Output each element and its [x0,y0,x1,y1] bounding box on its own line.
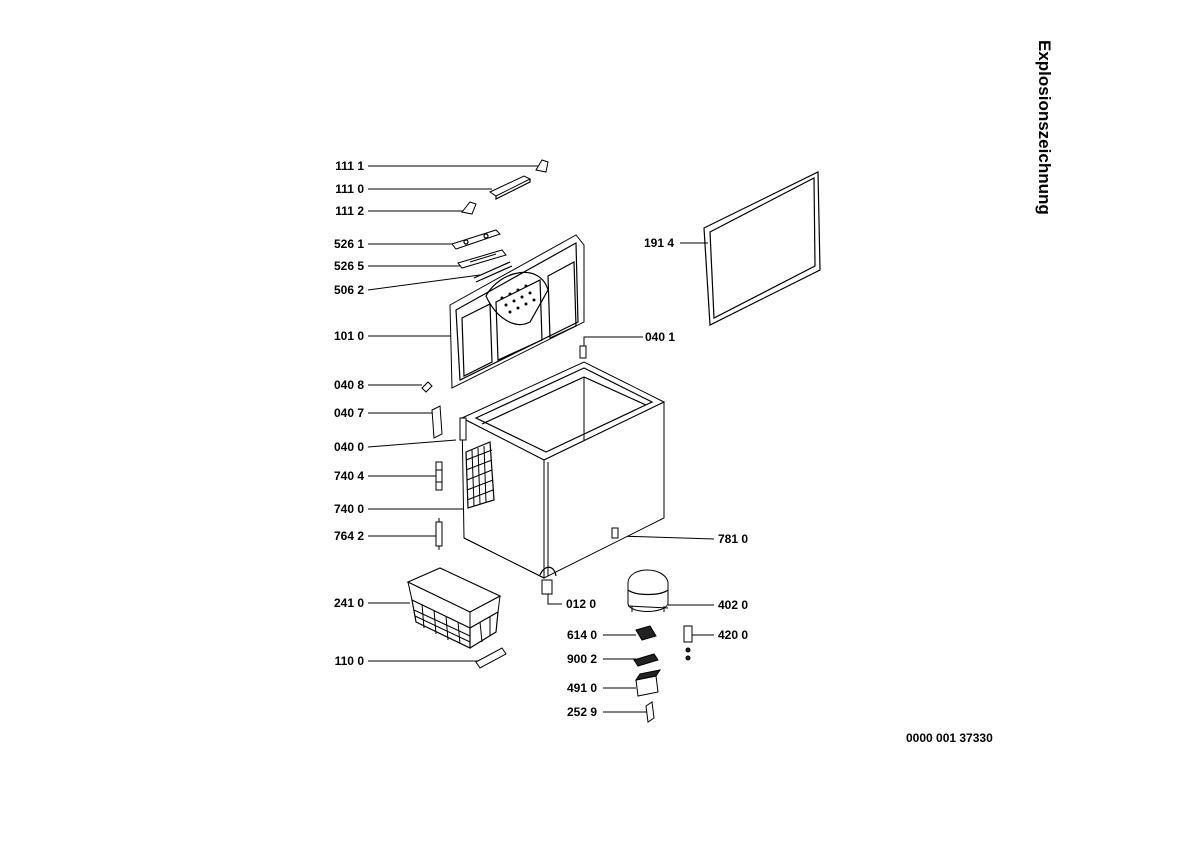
hinge-pin [421,381,433,393]
cable-clip [633,653,659,667]
part-label-764-2: 764 2 [333,529,364,543]
freezer-cabinet [459,345,666,579]
part-label-040-0: 040 0 [333,440,364,454]
part-label-420-0: 420 0 [718,628,749,642]
part-label-781-0: 781 0 [718,532,749,546]
part-label-191-4: 191 4 [644,236,675,250]
part-label-252-9: 252 9 [567,705,598,719]
part-label-040-8: 040 8 [333,378,364,392]
leader-506-2 [367,274,481,291]
part-label-740-0: 740 0 [333,502,364,516]
seal-strip [473,261,513,283]
sheet-title: Explosionszeichnung [1035,40,1054,215]
part-label-900-2: 900 2 [567,652,598,666]
cabinet-foot [541,579,553,595]
part-label-526-5: 526 5 [333,259,364,273]
part-label-040-1: 040 1 [645,330,676,344]
mounting-bracket [645,701,655,723]
part-label-506-2: 506 2 [333,283,364,297]
lid-vent-dots [500,284,536,314]
part-label-111-0: 111 0 [335,182,364,196]
part-label-101-0: 101 0 [333,329,364,343]
capacitor [683,625,693,661]
leader-040-1 [583,336,643,352]
lock-bracket [457,249,507,269]
leader-012-0 [547,590,562,605]
part-label-526-1: 526 1 [333,237,364,251]
part-label-012-0: 012 0 [566,597,597,611]
drain-plug [611,527,619,539]
thermostat-holder [435,461,443,491]
leader-781-0 [617,535,715,540]
condenser-coil [465,441,495,509]
part-label-614-0: 614 0 [567,628,598,642]
hinge-cover-right [535,159,549,173]
part-label-110-0: 110 0 [334,654,364,668]
basket-rail [475,647,507,669]
thermostat-sensor [435,518,443,550]
leader-lines [367,165,715,713]
handle-bar [488,175,532,200]
wire-basket [406,567,502,649]
lock-plate [451,229,501,250]
part-label-491-0: 491 0 [567,681,598,695]
hinge-cover [431,405,443,439]
terminal-cover [634,669,662,697]
part-label-111-2: 111 2 [335,204,364,218]
compressor [627,569,669,612]
document-number: 0000 001 37330 [906,731,993,745]
starter-relay [635,625,657,641]
leader-040-0 [367,439,457,448]
hinge-cover-left [461,201,477,215]
part-label-402-0: 402 0 [718,598,749,612]
part-label-040-7: 040 7 [333,406,364,420]
freezer-lid [449,234,585,389]
lid-gasket [703,171,821,326]
part-label-740-4: 740 4 [333,469,364,483]
part-label-111-1: 111 1 [335,159,364,173]
part-label-241-0: 241 0 [333,596,364,610]
